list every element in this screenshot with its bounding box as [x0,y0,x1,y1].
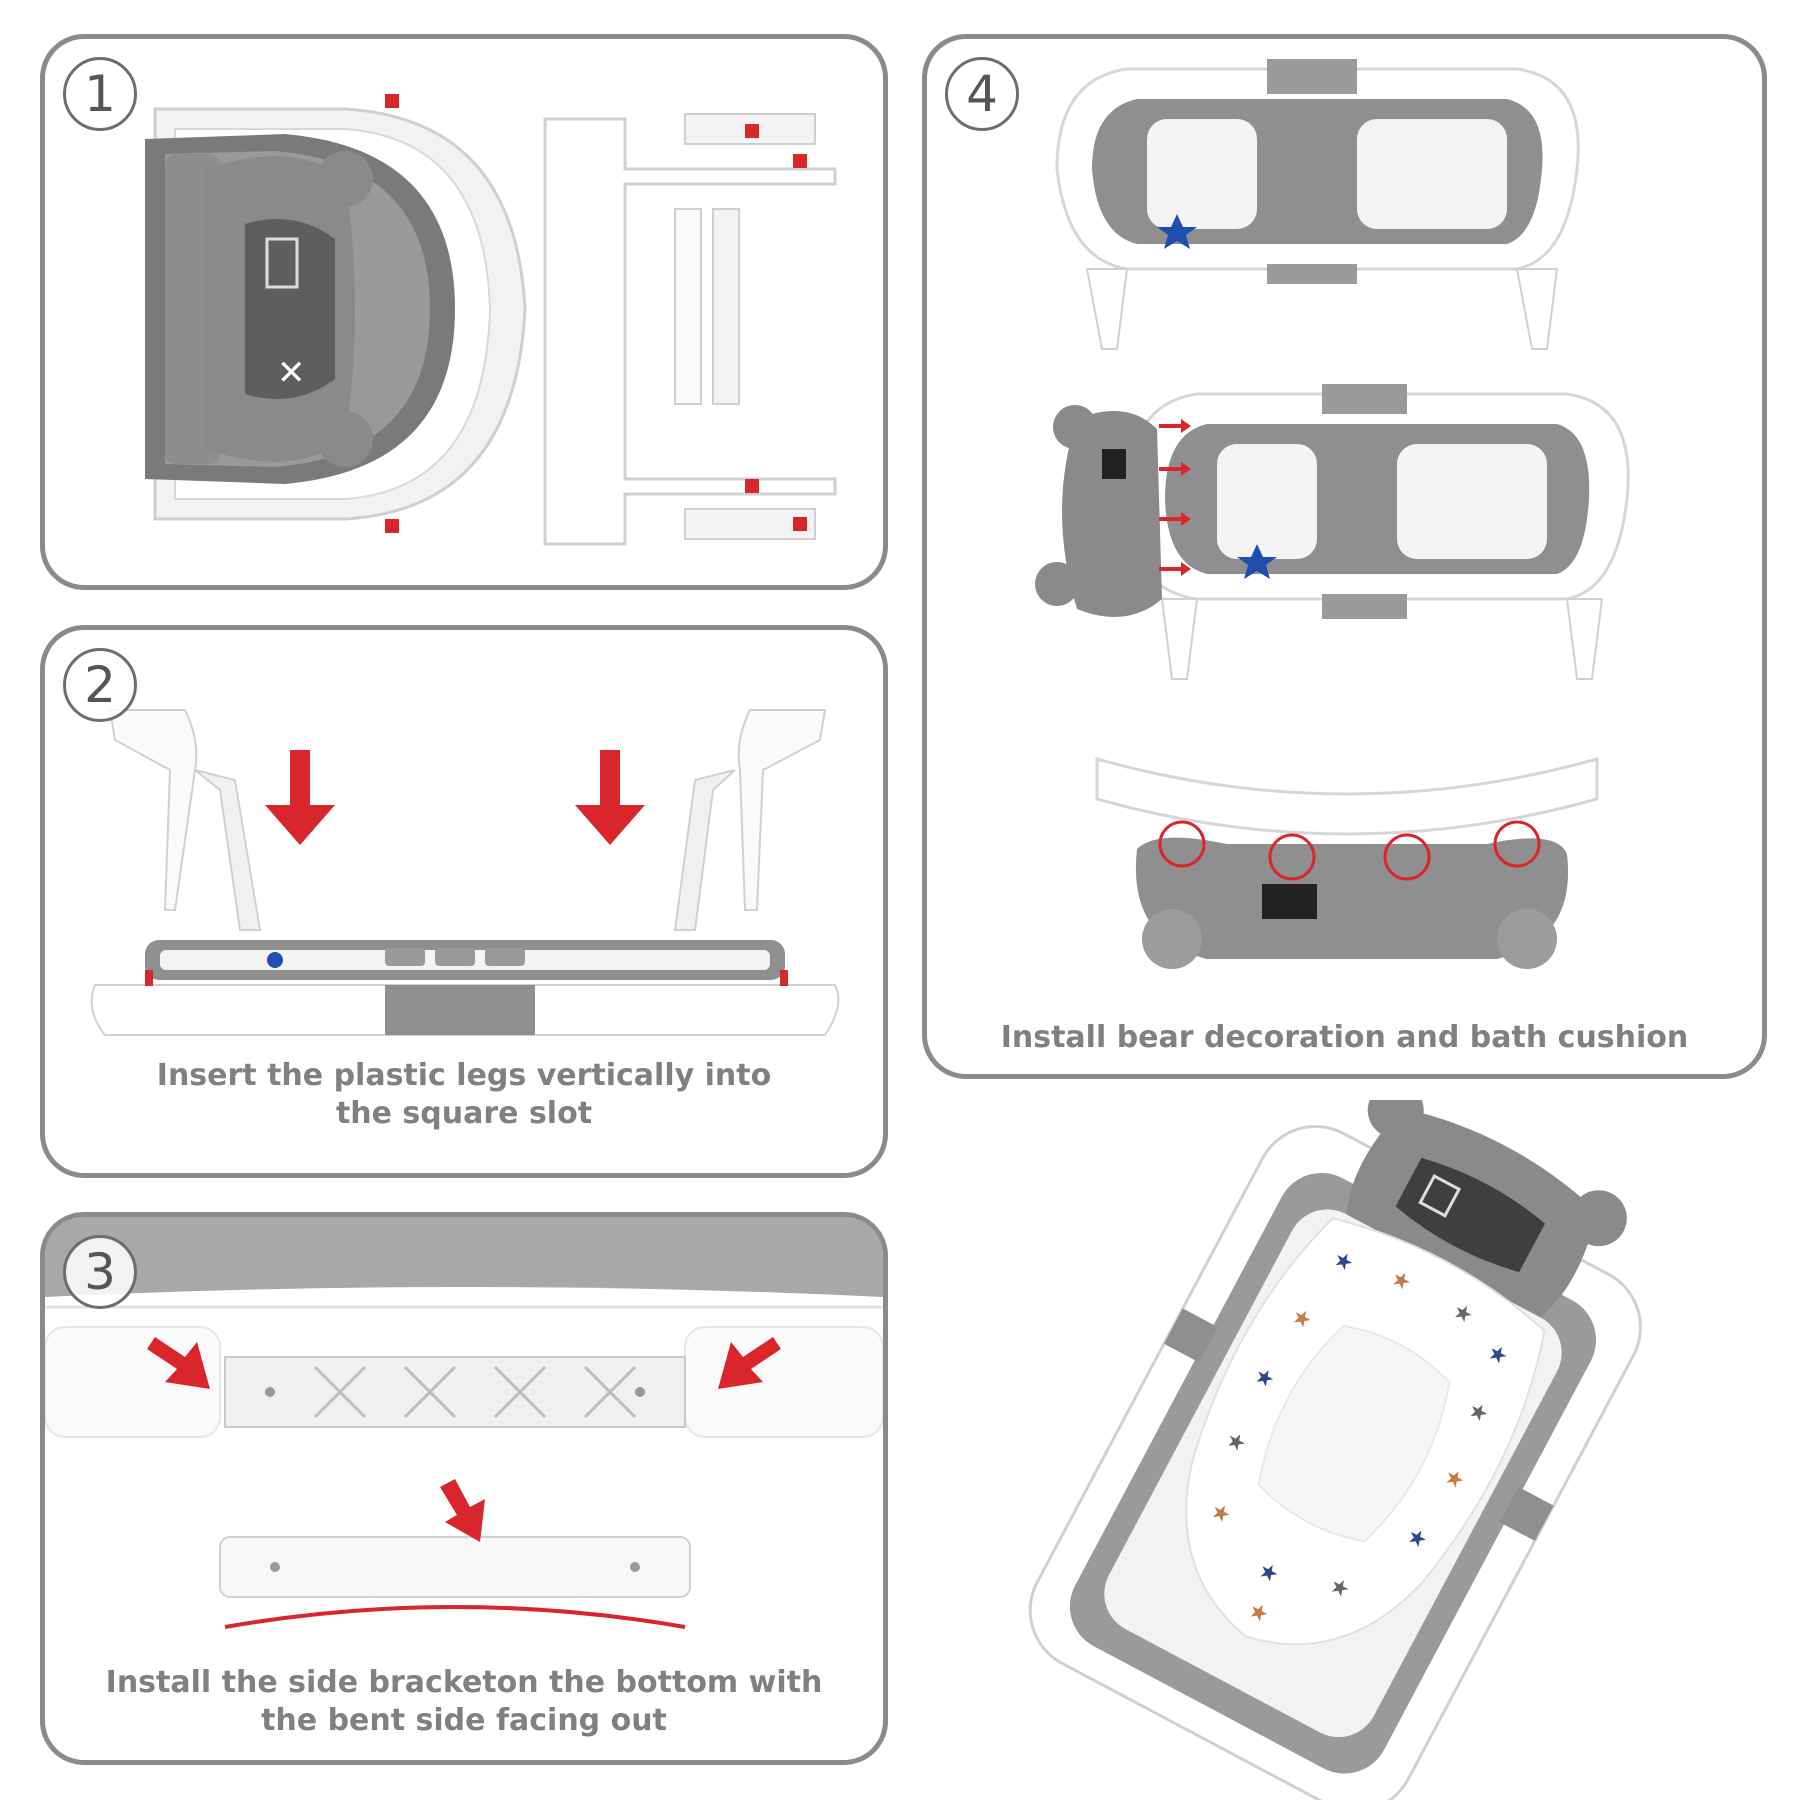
legs-insertion-illustration [90,709,840,1036]
bear-and-cushion-install-illustration [1035,59,1630,969]
side-bracket-illustration [45,1217,883,1629]
step-caption: Install bear decoration and bath cushion [1000,1020,1689,1055]
step-3-panel: 3 Install the side bracketon the bottom … [40,1212,888,1765]
step-1-panel: 1 ✕ [40,34,888,590]
step-caption: Install the side bracketon the bottom wi… [105,1665,823,1738]
folded-tub-and-legs-illustration: ✕ [145,94,837,546]
step-number-badge: 2 [63,648,137,722]
step-number-badge: 3 [63,1235,137,1309]
step-2-panel: 2 Insert the plastic legs vertically int… [40,625,888,1178]
step-4-panel: 4 [922,34,1767,1079]
assembled-tub-illustration: ★★ ★★ ★★ ★★ ★★ ★★ ★★ [1000,1100,1680,1800]
step-number-badge: 1 [63,57,137,131]
svg-text:✕: ✕ [277,353,306,393]
step-number-badge: 4 [945,57,1019,131]
step-caption: Insert the plastic legs vertically into … [156,1058,772,1131]
